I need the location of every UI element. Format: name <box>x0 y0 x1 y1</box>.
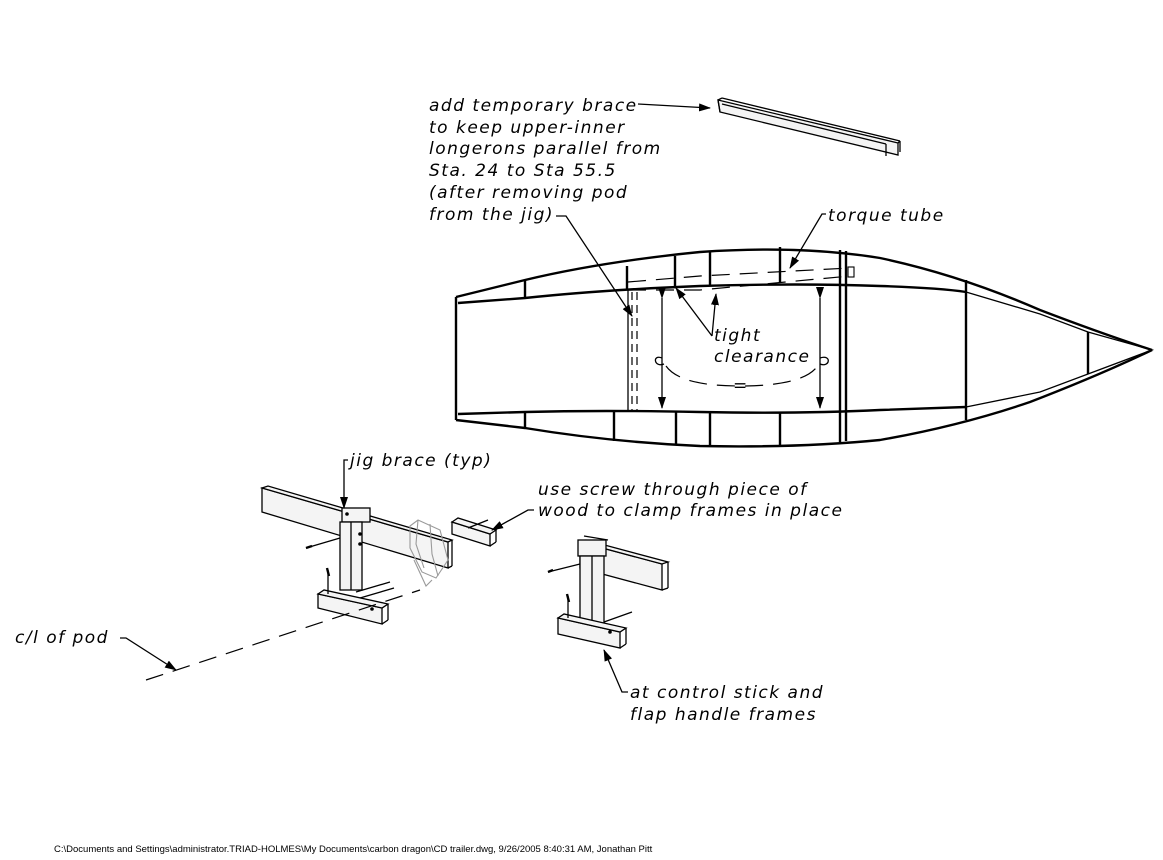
control-stick-leader <box>603 649 628 693</box>
file-path-footer: C:\Documents and Settings\administrator.… <box>54 844 653 855</box>
brace-note-line-5: (after removing pod <box>429 183 628 203</box>
tight-clearance-line-2: clearance <box>714 347 810 367</box>
brace-note-label: add temporary brace to keep upper-inner … <box>429 96 662 225</box>
torque-tube-leader <box>789 213 826 269</box>
control-stick-line-2: flap handle frames <box>630 705 817 725</box>
screw-note-line-1: use screw through piece of <box>538 480 809 500</box>
brace-note-line-1: add temporary brace <box>429 96 638 116</box>
screw-note-leader <box>491 509 534 531</box>
torque-tube-label: torque tube <box>828 206 945 226</box>
fuselage-pod-frame <box>454 247 1155 448</box>
jig-brace-label: jig brace (typ) <box>348 451 492 471</box>
temporary-brace-bar <box>717 97 901 156</box>
pod-centerline <box>145 589 421 681</box>
equal-mark: = <box>733 376 749 396</box>
brace-note-line-6: from the jig) <box>429 205 554 225</box>
tight-clearance-leader-1 <box>675 287 713 337</box>
clamp-frame-outline <box>409 519 449 587</box>
jig-brace-leader <box>340 459 348 509</box>
brace-note-line-2: to keep upper-inner <box>429 118 626 138</box>
tight-clearance-leader-2 <box>710 293 719 337</box>
wood-clamp-piece <box>450 517 498 547</box>
centerline-label: c/l of pod <box>15 628 109 648</box>
jig-brace-assembly-right <box>547 535 671 649</box>
brace-position-leader <box>556 215 633 317</box>
centerline-leader <box>120 637 177 671</box>
brace-note-line-3: longerons parallel from <box>429 139 662 159</box>
brace-leader-arrow <box>637 103 711 112</box>
control-stick-line-1: at control stick and <box>630 683 824 703</box>
brace-note-line-4: Sta. 24 to Sta 55.5 <box>429 161 617 181</box>
jig-brace-assembly-left <box>259 485 454 625</box>
screw-note-line-2: wood to clamp frames in place <box>538 501 843 521</box>
tight-clearance-line-1: tight <box>714 326 761 346</box>
